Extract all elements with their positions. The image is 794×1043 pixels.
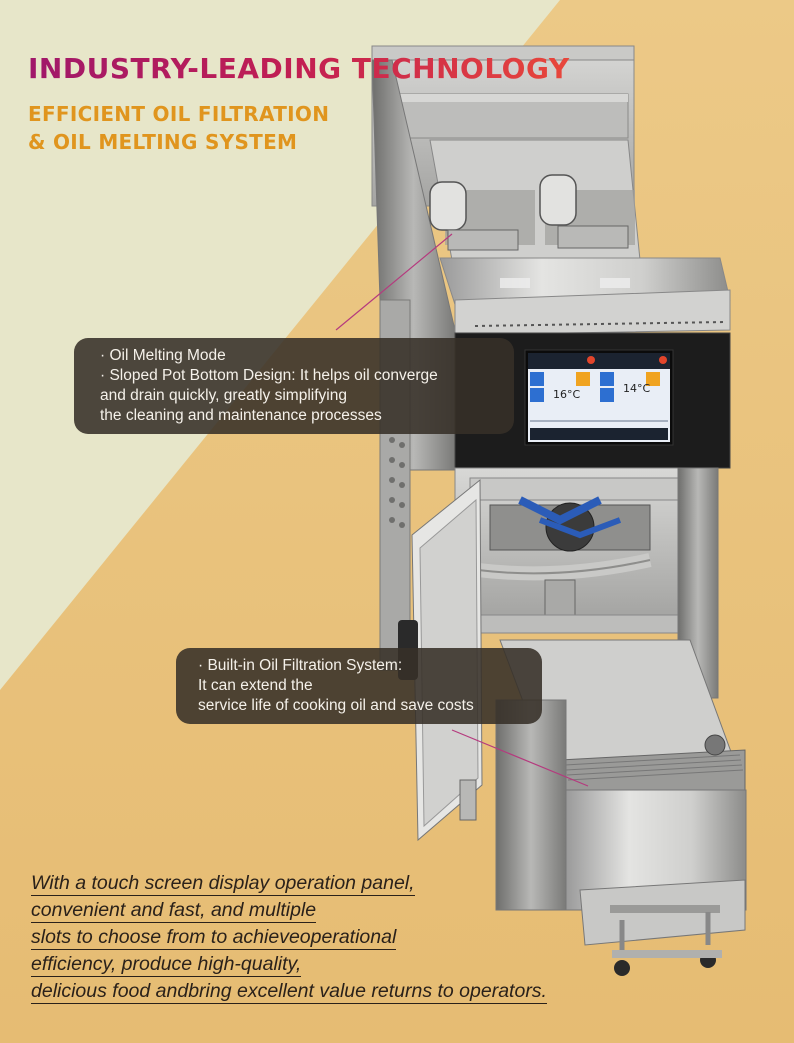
footer-line: efficiency, produce high-quality, <box>31 953 302 977</box>
screen-left-temp: 16°C <box>553 388 580 401</box>
callout-line: the cleaning and maintenance processes <box>100 407 382 424</box>
footer-line: slots to choose from to achieveoperation… <box>31 926 397 950</box>
callout-line: service life of cooking oil and save cos… <box>198 697 474 714</box>
footer-line: With a touch screen display operation pa… <box>31 872 415 896</box>
callout-line: and drain quickly, greatly simplifying <box>100 387 347 404</box>
page-title: INDUSTRY-LEADING TECHNOLOGY <box>28 52 570 85</box>
footer-line: delicious food andbring excellent value … <box>31 980 547 1004</box>
screen-right-temp: 14°C <box>623 382 650 395</box>
callout-oil-melting: · Oil Melting Mode · Sloped Pot Bottom D… <box>74 338 514 434</box>
callout-pointer-bottom <box>451 729 589 787</box>
footer-line: convenient and fast, and multiple <box>31 899 317 923</box>
callout-pointer-top <box>335 233 453 331</box>
footer-description: With a touch screen display operation pa… <box>31 872 547 1007</box>
callout-oil-filtration: · Built-in Oil Filtration System: It can… <box>176 648 542 724</box>
page-subtitle: EFFICIENT OIL FILTRATION & OIL MELTING S… <box>28 100 329 156</box>
callout-line: · Oil Melting Mode <box>100 347 226 364</box>
subtitle-line: & OIL MELTING SYSTEM <box>28 130 298 154</box>
callout-line: · Sloped Pot Bottom Design: It helps oil… <box>100 367 438 384</box>
callout-line: · Built-in Oil Filtration System: <box>198 657 403 674</box>
subtitle-line: EFFICIENT OIL FILTRATION <box>28 102 330 126</box>
callout-line: It can extend the <box>198 677 313 694</box>
